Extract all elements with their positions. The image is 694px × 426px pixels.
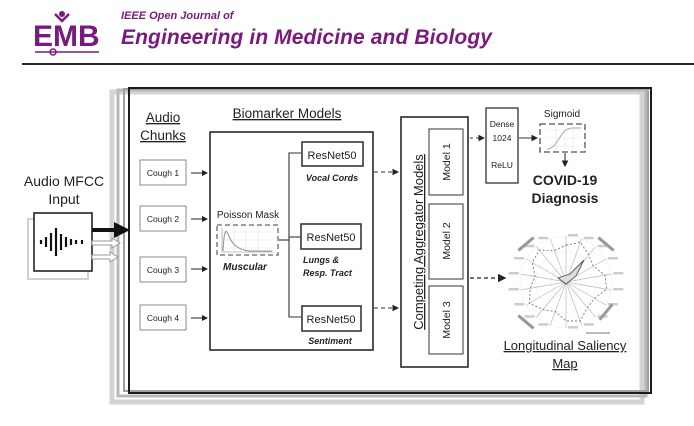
radar-spoke [565, 281, 583, 326]
radar-spoke [520, 281, 567, 291]
radar-group-label [517, 314, 535, 330]
poisson-mask-caption: Muscular [223, 262, 268, 273]
cough-chunk-2: Cough 2 [139, 205, 187, 232]
resnet-label: ResNet50 [307, 232, 356, 244]
cough-chunk-label: Cough 3 [147, 265, 179, 275]
output-diagnosis-line1: COVID-19 [533, 172, 598, 188]
aggregator-title: Competing Aggregator Models [411, 154, 426, 330]
radar-group-label [597, 236, 615, 252]
resnet-caption: Sentiment [308, 336, 353, 346]
logo-figure-head-icon [59, 11, 65, 17]
radar-spoke [520, 273, 567, 283]
radar-spoke [565, 281, 612, 291]
cough-chunk-label: Cough 4 [147, 313, 179, 323]
saliency-radar-chart [508, 234, 624, 334]
radar-spoke [549, 238, 567, 283]
resnet-label: ResNet50 [307, 314, 356, 326]
resnet-caption: Lungs & [303, 255, 339, 265]
sigmoid-plot [539, 123, 586, 153]
header-divider [22, 63, 694, 65]
cough-chunk-3: Cough 3 [139, 256, 187, 283]
radar-spoke [536, 281, 567, 318]
radar-axis-label [538, 323, 549, 326]
model-label: Model 2 [441, 222, 453, 260]
saliency-title-line1: Longitudinal Saliency [504, 338, 627, 353]
model-label: Model 1 [441, 143, 453, 181]
radar-spoke [565, 273, 612, 283]
dense-label: Dense [490, 119, 515, 129]
resnet-caption: Vocal Cords [306, 173, 358, 183]
cough-chunk-4: Cough 4 [139, 304, 187, 331]
mask-to-resnet-connectors [279, 152, 301, 318]
cough-chunk-label: Cough 2 [147, 214, 179, 224]
radar-axis-label [597, 244, 608, 248]
dense-activation: ReLU [491, 160, 513, 170]
input-arrow-shadow-1 [91, 237, 121, 249]
emb-logo-text: EMB [33, 20, 100, 53]
resnet-label: ResNet50 [308, 150, 357, 162]
input-label-line2: Input [48, 191, 79, 207]
journal-title: Engineering in Medicine and Biology [121, 26, 493, 49]
radar-series-solid [557, 259, 585, 285]
aggregator-model-3: Model 3 [428, 285, 464, 355]
poisson-mask-label: Poisson Mask [217, 210, 280, 221]
radar-axis-label [613, 287, 624, 291]
radar-axis-label [508, 287, 519, 291]
radar-axis-label [538, 236, 549, 240]
journal-subtitle: IEEE Open Journal of [121, 10, 234, 22]
resnet50-lungs: ResNet50 [300, 223, 362, 250]
model-label: Model 3 [441, 301, 453, 339]
radar-axis-label [568, 234, 578, 237]
radar-axis-label [514, 257, 525, 260]
saliency-title-line2: Map [552, 356, 577, 371]
radar-group-label [598, 303, 614, 321]
sigmoid-label: Sigmoid [544, 109, 580, 120]
radar-axis-label [607, 303, 618, 306]
radar-spoke [525, 281, 567, 306]
radar-spoke [549, 281, 567, 326]
input-arrow-shadow-2 [91, 251, 119, 263]
emb-logo: EMB [33, 11, 100, 56]
logo-ring-icon [49, 48, 57, 56]
audio-input-box [27, 212, 93, 280]
aggregator-model-2: Model 2 [428, 203, 464, 280]
poisson-mask-plot [216, 224, 279, 256]
audio-waveform-icon [39, 228, 84, 256]
cough-chunk-1: Cough 1 [139, 159, 187, 186]
audio-chunks-title-line1: Audio [146, 110, 181, 125]
dense-units: 1024 [493, 133, 512, 143]
resnet50-sentiment: ResNet50 [301, 305, 362, 332]
radar-spoke [565, 281, 596, 318]
radar-axis-label [524, 315, 535, 318]
dense-layer-box: Dense 1024 ReLU [485, 107, 519, 184]
radar-axis-label [607, 257, 618, 260]
radar-axis-label [524, 244, 535, 248]
radar-axis-label [613, 272, 624, 275]
input-label-line1: Audio MFCC [24, 173, 104, 189]
resnet50-vocal-cords: ResNet50 [301, 141, 364, 167]
radar-axis-label [508, 272, 519, 275]
audio-chunks-title-line2: Chunks [140, 128, 186, 143]
radar-axis-label [583, 323, 594, 326]
radar-axis-label [514, 303, 525, 306]
aggregator-model-1: Model 1 [428, 128, 464, 196]
resnet-caption-line2: Resp. Tract [303, 268, 353, 278]
radar-spoke [536, 246, 567, 283]
radar-legend [586, 332, 610, 334]
biomarker-models-title: Biomarker Models [233, 106, 342, 121]
cough-chunk-label: Cough 1 [147, 168, 179, 178]
radar-axis-label [583, 236, 594, 240]
radar-spoke [565, 281, 607, 306]
radar-group-label [517, 236, 535, 252]
output-diagnosis-line2: Diagnosis [532, 190, 599, 206]
logo-figure-arms-icon [54, 13, 70, 23]
radar-axis-label [568, 326, 578, 329]
